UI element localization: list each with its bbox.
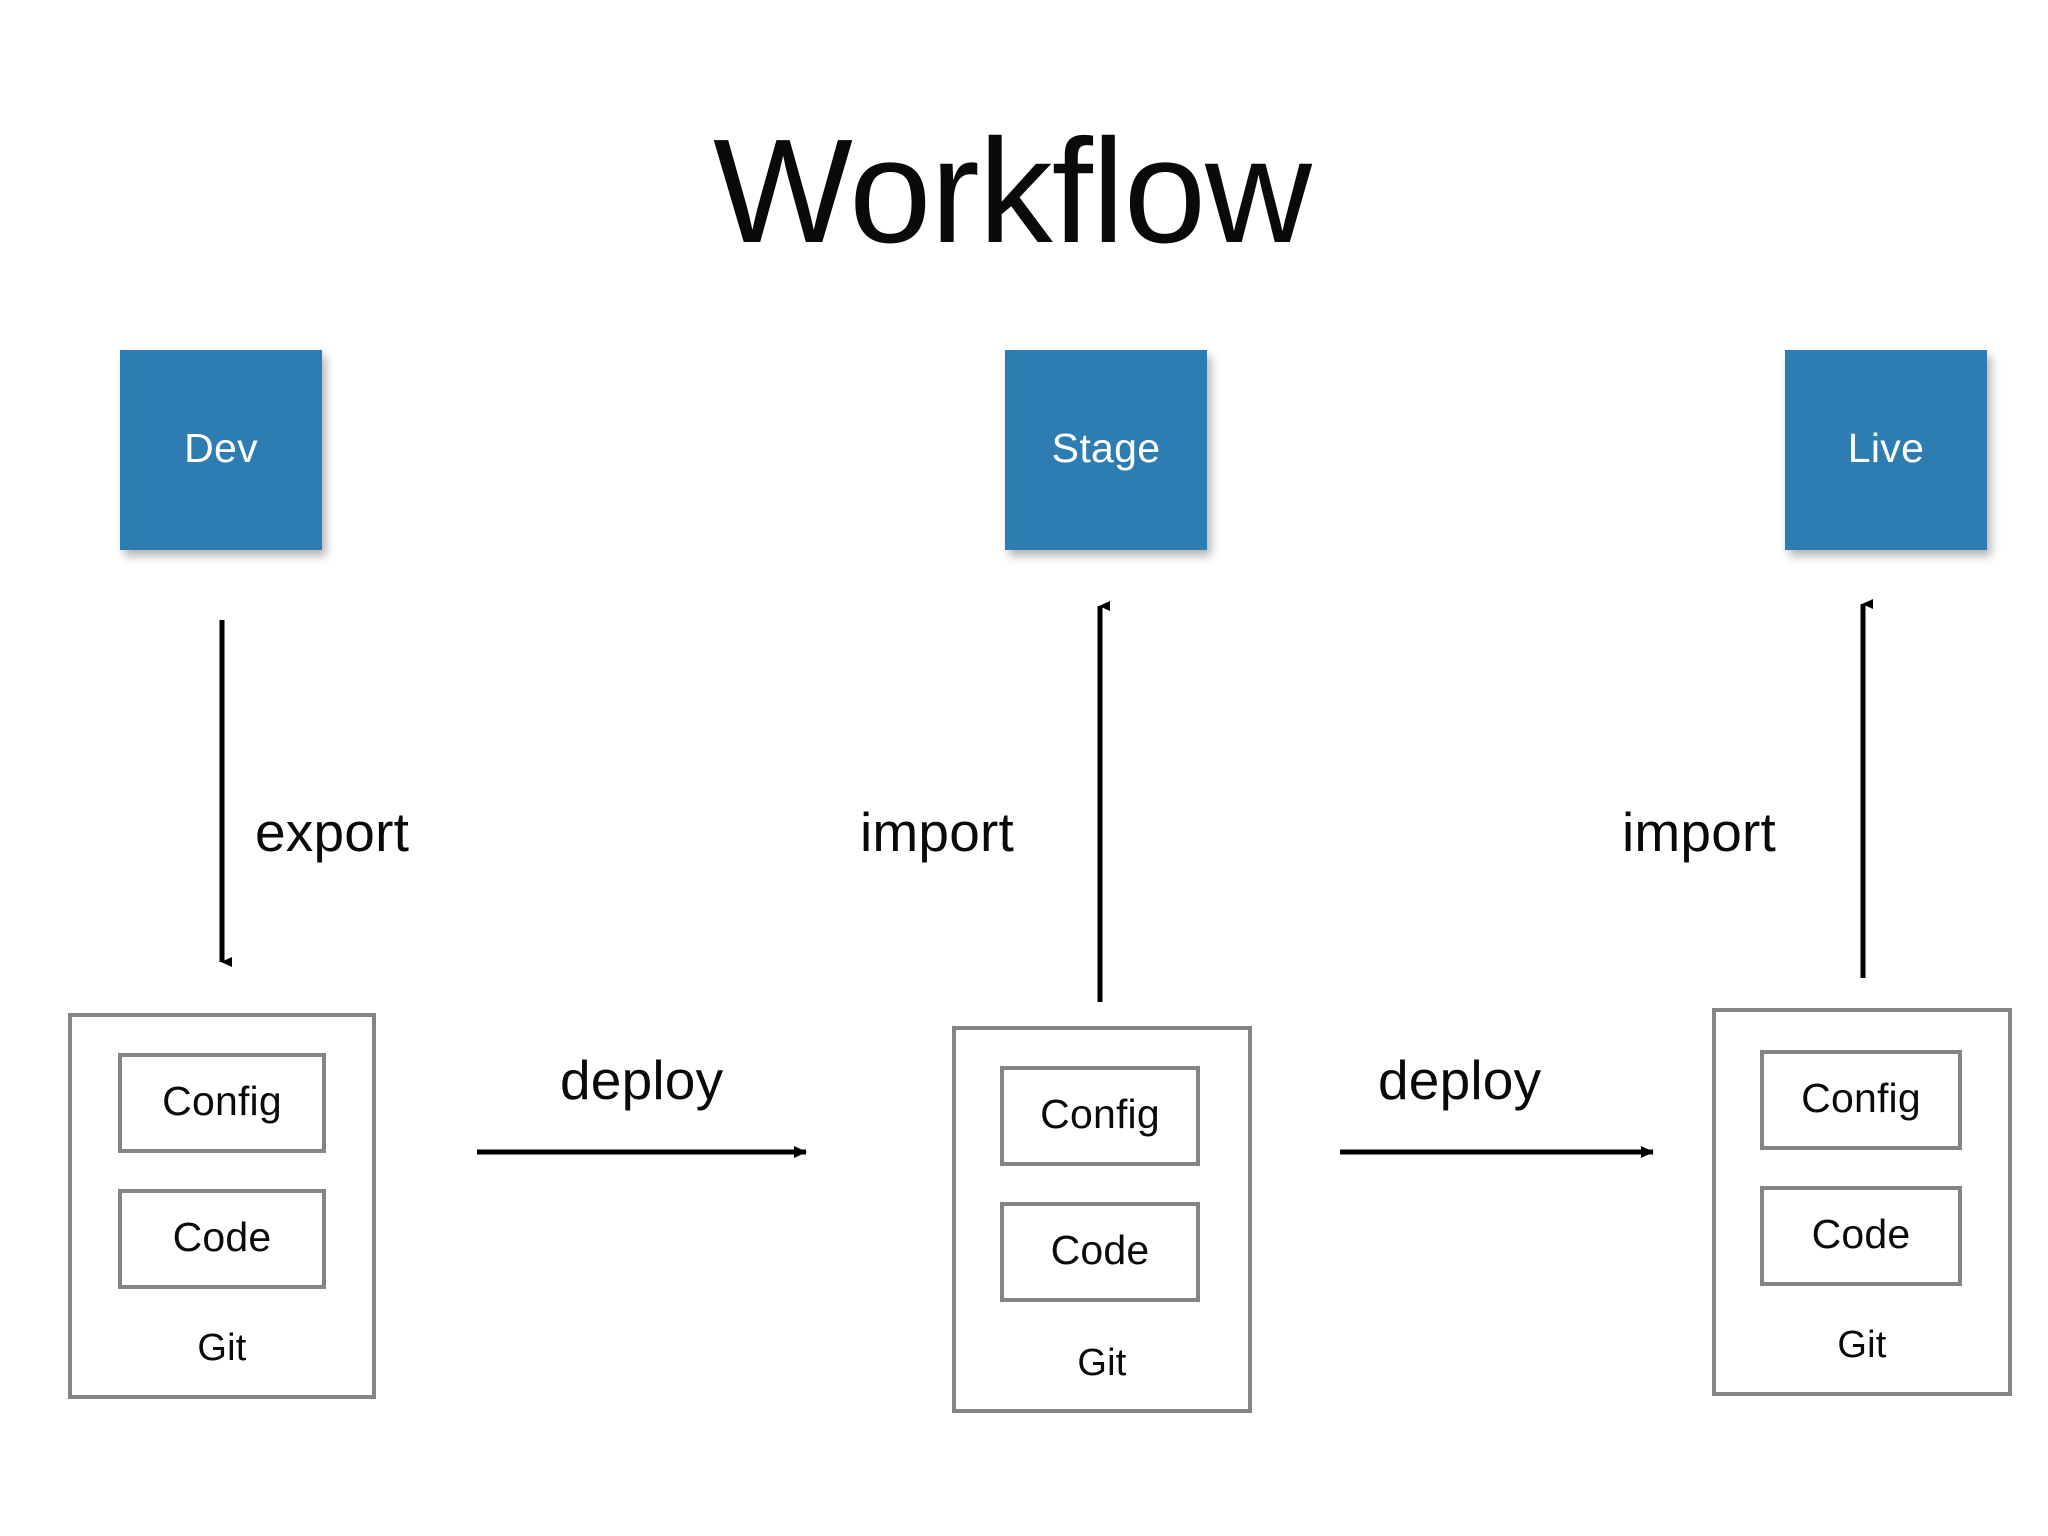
environment-label-stage: Stage (1051, 424, 1161, 471)
artifact-label-config-dev: Config (162, 1078, 282, 1124)
flow-label-import-stage: import (860, 801, 1015, 863)
git-repository-label-dev: Git (197, 1327, 247, 1369)
artifact-label-code-dev: Code (172, 1214, 272, 1260)
git-repository-stage[interactable]: Config Code Git (952, 1026, 1252, 1413)
artifact-box-config-live[interactable]: Config (1760, 1050, 1962, 1150)
flow-label-deploy-2: deploy (1378, 1049, 1542, 1111)
environment-label-dev: Dev (184, 424, 258, 471)
environment-box-stage[interactable]: Stage (1005, 350, 1207, 550)
artifact-label-config-stage: Config (1040, 1091, 1160, 1137)
environment-label-live: Live (1847, 424, 1925, 471)
artifact-label-code-stage: Code (1050, 1227, 1150, 1273)
flow-label-export: export (255, 801, 410, 863)
git-repository-label-stage: Git (1077, 1342, 1127, 1384)
artifact-box-code-live[interactable]: Code (1760, 1186, 1962, 1286)
artifact-box-code-stage[interactable]: Code (1000, 1202, 1200, 1302)
git-repository-live[interactable]: Config Code Git (1712, 1008, 2012, 1396)
flow-label-deploy-1: deploy (560, 1049, 724, 1111)
artifact-box-code-dev[interactable]: Code (118, 1189, 326, 1289)
flow-label-import-live: import (1622, 801, 1777, 863)
artifact-box-config-stage[interactable]: Config (1000, 1066, 1200, 1166)
artifact-label-config-live: Config (1801, 1075, 1921, 1121)
environment-box-dev[interactable]: Dev (120, 350, 322, 550)
git-repository-label-live: Git (1837, 1324, 1887, 1366)
artifact-box-config-dev[interactable]: Config (118, 1053, 326, 1153)
environment-box-live[interactable]: Live (1785, 350, 1987, 550)
page-title: Workflow (713, 109, 1312, 274)
git-repository-dev[interactable]: Config Code Git (68, 1013, 376, 1399)
artifact-label-code-live: Code (1811, 1211, 1911, 1257)
